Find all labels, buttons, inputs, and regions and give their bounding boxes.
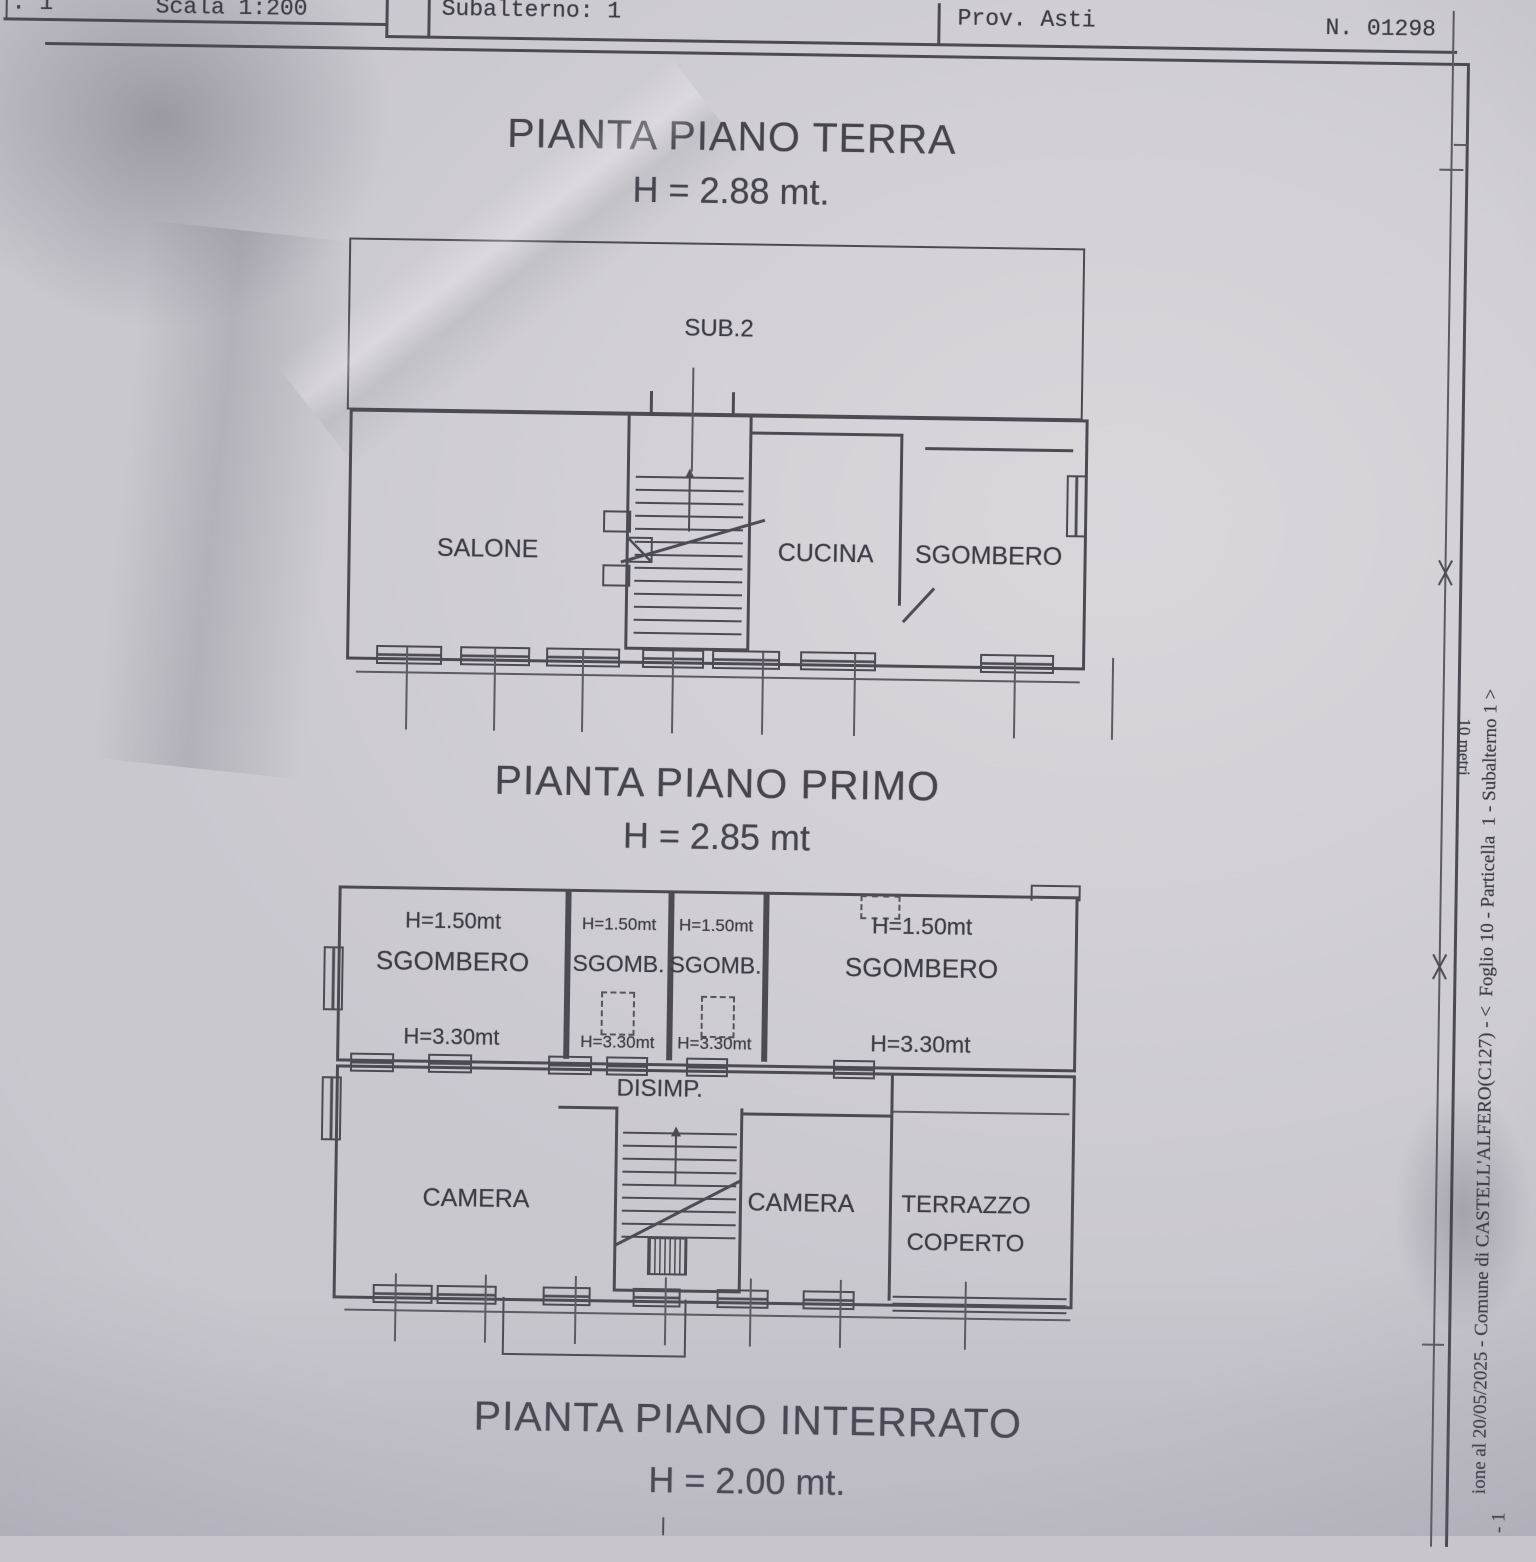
stair-landing-box (626, 536, 653, 564)
ruler-length-label: 10 metri (1454, 718, 1475, 776)
window-symbol (349, 1052, 395, 1073)
survey-line (1110, 657, 1114, 740)
window-symbol (605, 1056, 649, 1077)
window-symbol (716, 1289, 769, 1309)
province-box-divider-line (937, 3, 941, 46)
window-symbol (547, 1055, 593, 1076)
stair-arrival-box (646, 1237, 688, 1276)
survey-line (670, 651, 674, 734)
sheet-number-label: N. 01298 (1325, 14, 1437, 43)
survey-line (760, 652, 764, 735)
skylight-dashed (700, 995, 736, 1039)
terrace-balustrade (892, 1295, 1067, 1319)
basement-plan-stub-line (662, 1517, 665, 1536)
salone-label: SALONE (436, 533, 539, 564)
sgombero-label: SGOMBERO (914, 540, 1063, 572)
sill-line (355, 670, 1080, 683)
window-symbol (832, 1059, 876, 1080)
room-height-top: H=1.50mt (871, 912, 973, 940)
wall-notch (602, 510, 632, 533)
window-symbol (799, 651, 877, 672)
frame-top-line (45, 41, 1470, 66)
survey-line (483, 1274, 487, 1343)
terrazzo-label-line1: TERRAZZO (901, 1190, 1031, 1220)
survey-line (852, 654, 856, 737)
roof-bump (1030, 884, 1081, 902)
ruler-end-mark (1425, 953, 1453, 981)
room-name: SGOMB. (669, 951, 762, 979)
scale-label: Scala 1:200 (155, 0, 308, 22)
window-symbol (375, 644, 443, 665)
room-height-bottom: H=3.30mt (403, 1023, 500, 1050)
room-name: SGOMBERO (844, 951, 999, 985)
subalterno-label: Subalterno: 1 (441, 0, 622, 25)
stair-up-arrow-head (670, 1126, 682, 1137)
window-symbol (979, 653, 1055, 674)
window-symbol (372, 1283, 433, 1304)
window-symbol (427, 1053, 473, 1074)
wall-notch (602, 564, 631, 587)
window-symbol (1065, 475, 1087, 538)
camera-right-label: CAMERA (747, 1188, 855, 1219)
window-symbol (322, 946, 344, 1011)
window-symbol (320, 1076, 342, 1141)
stair-treads (621, 1120, 738, 1249)
skylight-dashed (600, 991, 636, 1036)
terrazzo-label-line2: COPERTO (906, 1228, 1025, 1258)
first-floor-height: H = 2.85 mt (622, 814, 811, 859)
ruler-tick (1421, 1343, 1445, 1346)
room-name: SGOMBERO (375, 944, 530, 978)
cucina-label: CUCINA (777, 538, 874, 569)
room-height-top: H=1.50mt (678, 915, 754, 936)
survey-line (748, 1278, 752, 1347)
basement-title: PIANTA PIANO INTERRATO (473, 1392, 1023, 1447)
ruler-end-mark (1431, 559, 1459, 587)
balcony-outline (501, 1296, 687, 1358)
window-symbol (802, 1290, 855, 1311)
survey-line (838, 1279, 842, 1348)
subalterno-box-left-line (427, 0, 431, 38)
window-symbol (711, 649, 781, 670)
survey-line (393, 1273, 397, 1342)
room-height-bottom: H=3.30mt (870, 1030, 971, 1058)
room-height-top: H=1.50mt (404, 907, 502, 934)
province-label: Prov. Asti (957, 5, 1096, 34)
stair-up-arrow-head (684, 468, 695, 479)
stair-niche-wall (649, 390, 653, 416)
camera-left-label: CAMERA (422, 1183, 530, 1214)
header-left-fragment: . 1 (11, 0, 54, 17)
survey-line (405, 647, 408, 730)
ground-floor-title: PIANTA PIANO TERRA (506, 109, 957, 163)
ruler-tick (1453, 143, 1468, 147)
margin-corner-fragment: - 1 (1488, 1512, 1510, 1534)
line (5, 0, 8, 18)
survey-line (580, 649, 584, 733)
window-symbol (436, 1284, 497, 1305)
survey-line (1012, 656, 1016, 739)
first-floor-title: PIANTA PIANO PRIMO (494, 756, 941, 810)
basement-height: H = 2.00 mt. (648, 1459, 846, 1503)
ruler-tick (1439, 168, 1464, 172)
room-height-bottom: H=3.30mt (677, 1033, 752, 1054)
window-symbol (685, 1057, 729, 1078)
scale-box-right-line (385, 0, 389, 38)
disimp-label: DISIMP. (616, 1074, 704, 1103)
survey-line (492, 648, 496, 731)
ground-floor-height: H = 2.88 mt. (632, 168, 830, 213)
stair-niche-wall (731, 392, 735, 417)
